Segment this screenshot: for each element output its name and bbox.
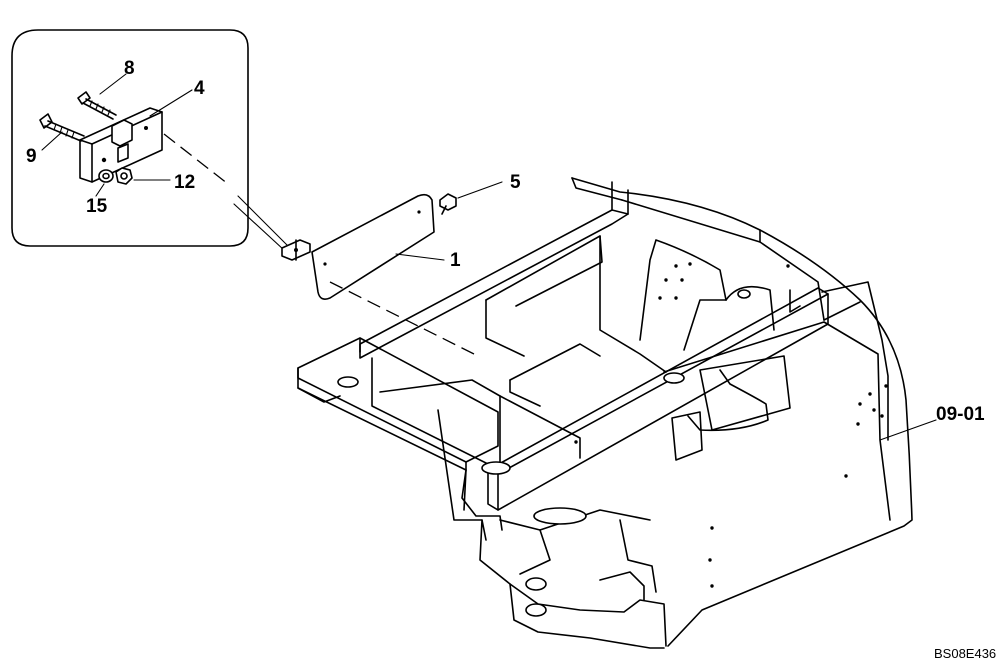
callout-8: 8 <box>124 58 135 79</box>
bolt-5 <box>439 181 503 215</box>
bolt-9 <box>39 113 85 142</box>
callout-09-01: 09-01 <box>936 404 985 425</box>
inset-leaders <box>41 73 193 197</box>
bolt-8 <box>77 91 117 120</box>
assembly-centerline <box>329 281 479 357</box>
callout-12: 12 <box>174 172 195 193</box>
detail-inset <box>11 29 289 251</box>
callout-5: 5 <box>510 172 521 193</box>
hinge-block <box>79 107 229 185</box>
callout-1: 1 <box>450 250 461 271</box>
machine-frame <box>297 177 937 649</box>
small-hinge <box>281 239 311 261</box>
cover-plate <box>311 193 445 300</box>
drawing-code: BS08E436 <box>934 646 996 661</box>
callout-4: 4 <box>194 78 205 99</box>
nut-12 <box>115 167 133 185</box>
washer-15 <box>98 169 114 183</box>
callout-15: 15 <box>86 196 108 217</box>
callout-9: 9 <box>26 146 37 167</box>
